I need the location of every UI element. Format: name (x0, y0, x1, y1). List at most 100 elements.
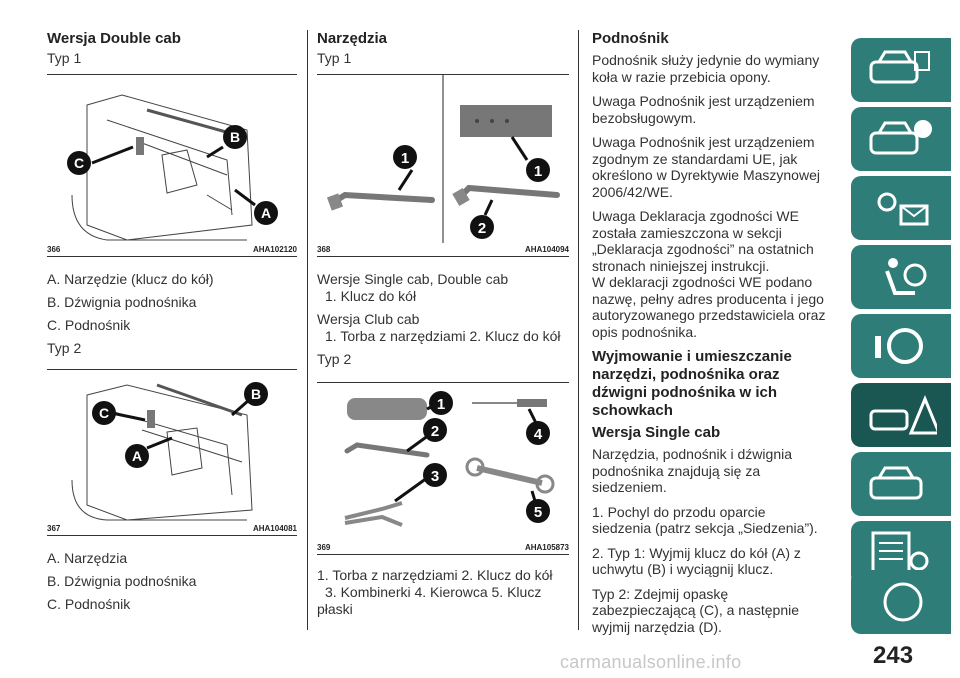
wheel-wrench-illustration: 1 1 2 (326, 75, 560, 243)
svg-text:2: 2 (431, 423, 439, 440)
figure-code: AHA104081 (252, 524, 297, 533)
step: Typ 2: Zdejmij opaskę zabezpieczającą (C… (592, 585, 800, 635)
tool-bag (347, 398, 427, 420)
sidebar-tab-emergency[interactable] (851, 383, 951, 447)
legend-line: 3. Kombinerki 4. Kierowca 5. Klucz (325, 584, 542, 600)
step: 2. Typ 1: Wyjmij klucz do kół (A) z uchw… (592, 544, 801, 578)
sidebar-tab-car-alert[interactable] (851, 107, 951, 171)
version-single-double-cab: Wersje Single cab, Double cab (317, 271, 509, 287)
legend-item: C. Podnośnik (47, 596, 131, 612)
figure-top-rule (317, 382, 569, 383)
column-jack: Podnośnik Podnośnik służy jedynie do wym… (592, 30, 828, 643)
paragraph: Uwaga Podnośnik jest urządzeniem bezobsł… (592, 93, 815, 126)
version-item: 1. Klucz do kół (325, 288, 417, 304)
figure-366: C B A (47, 75, 297, 243)
type-1-label: Typ 1 (317, 50, 352, 66)
figure-top-rule (317, 74, 569, 75)
car-service-icon (869, 466, 923, 500)
svg-text:B: B (251, 386, 261, 402)
figure-code: AHA104094 (524, 245, 569, 254)
paragraph: Narzędzia, podnośnik i dźwignia podnośni… (592, 446, 792, 495)
badge-1 (526, 158, 550, 182)
figure-368: 1 1 2 (317, 75, 569, 243)
airbag-seat-icon (885, 258, 927, 295)
legend-item: C. Podnośnik (47, 317, 131, 333)
figure-top-rule (47, 74, 297, 75)
figure-number: 368 (317, 245, 331, 254)
svg-text:4: 4 (534, 426, 543, 443)
legend-item: A. Narzędzie (klucz do kół) (47, 271, 214, 287)
legend-item: A. Narzędzia (47, 550, 128, 566)
svg-text:A: A (132, 448, 142, 464)
badge-5 (526, 499, 550, 523)
sidebar-tab-car-info[interactable] (851, 38, 951, 102)
car-info-icon (869, 50, 930, 84)
label-c-marker (92, 401, 116, 425)
type-2-label: Typ 2 (47, 340, 82, 356)
label-b-marker (244, 382, 268, 406)
figure-369: 1 2 3 4 5 (317, 383, 569, 541)
sidebar-tab-warning-lights[interactable] (851, 176, 951, 240)
svg-text:3: 3 (431, 468, 439, 485)
type-2-label: Typ 2 (317, 351, 352, 367)
figure-366-caption: 366 AHA102120 (47, 243, 297, 257)
paragraph: Uwaga Podnośnik jest urządzeniem zgodnym… (592, 134, 820, 200)
page-number: 243 (873, 642, 914, 669)
legend-line: 1. Torba z narzędziami 2. Klucz do kół (317, 567, 553, 583)
section-heading-double-cab: Wersja Double cab (47, 30, 181, 47)
sidebar-tab-car-service[interactable] (851, 452, 951, 516)
badge-3 (423, 463, 447, 487)
subheading-single-cab: Wersja Single cab (592, 424, 721, 441)
figure-368-caption: 368 AHA104094 (317, 243, 569, 257)
figure-367-caption: 367 AHA104081 (47, 522, 297, 536)
svg-text:5: 5 (534, 504, 542, 521)
version-club-cab: Wersja Club cab (317, 311, 420, 327)
section-heading-tools: Narzędzia (317, 30, 388, 47)
svg-text:2: 2 (478, 220, 486, 237)
sidebar-tab-index[interactable] (851, 570, 951, 634)
figure-number: 369 (317, 543, 331, 552)
badge-2 (423, 418, 447, 442)
figure-top-rule (47, 369, 297, 370)
car-alert-icon (869, 120, 932, 155)
svg-text:B: B (230, 129, 240, 145)
subheading-storage: Wyjmowanie i umieszczanie narzędzi, podn… (592, 348, 792, 419)
sidebar-tab-airbag-seat[interactable] (851, 245, 951, 309)
svg-text:C: C (99, 405, 109, 421)
svg-text:1: 1 (534, 163, 542, 180)
steering-wheel-icon (875, 328, 923, 364)
section-heading-jack: Podnośnik (592, 30, 669, 47)
type-1-label: Typ 1 (47, 50, 82, 66)
badge-2 (470, 215, 494, 239)
index-letters-icon (883, 582, 923, 622)
figure-369-caption: 369 AHA105873 (317, 541, 569, 555)
label-a-marker (254, 201, 278, 225)
paragraph: Uwaga Deklaracja zgodności WE została za… (592, 208, 814, 274)
emergency-triangle-icon (869, 395, 937, 435)
sidebar-tab-steering-wheel[interactable] (851, 314, 951, 378)
legend-item: B. Dźwignia podnośnika (47, 294, 197, 310)
warning-lights-icon (877, 192, 929, 226)
seat-jack-illustration-type2: C B A (71, 382, 268, 521)
badge-1 (393, 145, 417, 169)
svg-text:1: 1 (437, 396, 445, 413)
column-tools: Narzędzia Typ 1 1 1 2 368 AHA104094 Wers… (317, 30, 569, 618)
legend-line: płaski (317, 601, 353, 617)
label-a-marker (125, 444, 149, 468)
version-item: 1. Torba z narzędziami 2. Klucz do kół (325, 328, 561, 344)
specifications-icon (871, 531, 929, 575)
figure-367: C B A (47, 370, 297, 522)
column-separator-2 (578, 30, 579, 630)
tool-set-illustration: 1 2 3 4 5 (344, 391, 555, 527)
column-separator-1 (307, 30, 308, 630)
step: 1. Pochyl do przodu oparcie siedzenia (p… (592, 503, 818, 537)
column-double-cab: Wersja Double cab Typ 1 C B A (47, 30, 297, 619)
figure-code: AHA102120 (252, 245, 297, 254)
badge-4 (526, 421, 550, 445)
paragraph: W deklaracji zgodności WE podano nazwę, … (592, 274, 826, 340)
legend-item: B. Dźwignia podnośnika (47, 573, 197, 589)
figure-number: 367 (47, 524, 61, 533)
figure-number: 366 (47, 245, 61, 254)
svg-text:C: C (74, 155, 84, 171)
figure-code: AHA105873 (524, 543, 569, 552)
